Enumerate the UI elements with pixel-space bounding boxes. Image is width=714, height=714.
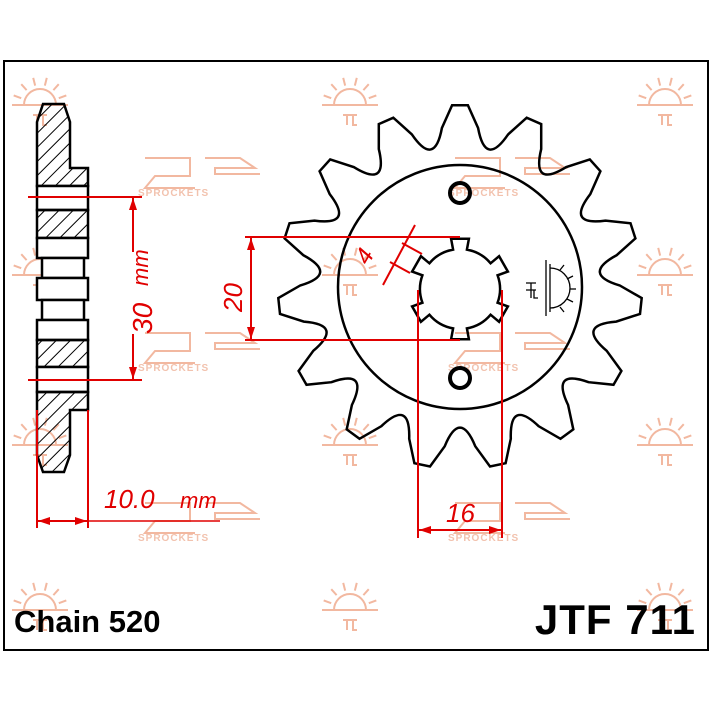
- watermark-layer: SPROCKETS SPROCKETS SPROCKETS SPROCKETS SPRO…: [12, 77, 693, 631]
- drawing-frame: [3, 60, 709, 651]
- hub-diameter-unit: mm: [128, 249, 153, 286]
- watermark-sun-logo: [322, 582, 378, 631]
- watermark-jt-sprockets-logo: SPROCKETS: [448, 157, 570, 199]
- tab-width-value: 4: [350, 244, 380, 269]
- side-profile: [35, 102, 90, 474]
- spline-width-value: 16: [446, 498, 475, 528]
- watermark-jt-sprockets-logo: SPROCKETS: [138, 157, 260, 199]
- watermark-text: SPROCKETS: [448, 363, 519, 374]
- watermark-sun-logo: [322, 77, 378, 126]
- sprocket-front: [276, 103, 644, 468]
- watermark-text: SPROCKETS: [138, 188, 209, 199]
- dimension-lines: [28, 196, 503, 538]
- spline-hole: [410, 237, 510, 341]
- part-number-label: JTF 711: [534, 596, 696, 643]
- watermark-jt-sprockets-logo: SPROCKETS: [138, 332, 260, 374]
- watermark-sun-logo: [637, 77, 693, 126]
- jt-sun-logo: [526, 260, 576, 316]
- watermark-text: SPROCKETS: [448, 533, 519, 544]
- watermark-jt-sprockets-logo: SPROCKETS: [448, 332, 570, 374]
- watermark-text: SPROCKETS: [448, 188, 519, 199]
- bolt-hole-top: [448, 181, 472, 205]
- watermark-sun-logo: [637, 582, 693, 631]
- hub-width-value: 10.0: [104, 484, 155, 514]
- watermark-sun-logo: [637, 247, 693, 296]
- hub-diameter-value: 30: [127, 302, 158, 334]
- watermark-text: SPROCKETS: [138, 533, 209, 544]
- watermark-sun-logo: [322, 247, 378, 296]
- hub-width-unit: mm: [180, 488, 217, 513]
- chain-size-label: Chain 520: [14, 604, 161, 639]
- spline-height-value: 20: [218, 283, 248, 313]
- inner-circle: [336, 163, 584, 411]
- watermark-sun-logo: [637, 417, 693, 466]
- watermark-sun-logo: [322, 417, 378, 466]
- sprocket-teeth-outline: [276, 103, 644, 468]
- watermark-text: SPROCKETS: [138, 363, 209, 374]
- watermark-jt-sprockets-logo: SPROCKETS: [448, 502, 570, 544]
- bolt-hole-bottom: [448, 366, 472, 390]
- watermark-sun-logo: [12, 582, 68, 631]
